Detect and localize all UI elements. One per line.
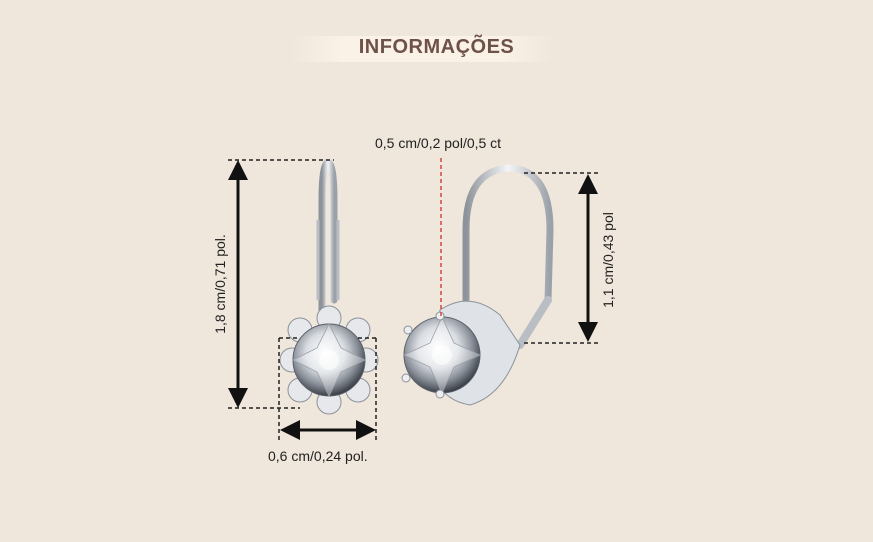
- height-dimension: [228, 159, 334, 409]
- title-highlight: [290, 36, 555, 62]
- earring-front-view: [279, 158, 379, 415]
- hook-size-label: 1,1 cm/0,43 pol: [600, 212, 616, 308]
- page-title: INFORMAÇÕES: [358, 36, 515, 58]
- width-dimension: [278, 337, 377, 440]
- stone-size-label: 0,5 cm/0,2 pol/0,5 ct: [375, 135, 502, 151]
- width-label: 0,6 cm/0,24 pol.: [268, 448, 368, 464]
- hook-dimension: [524, 172, 600, 344]
- earring-side-view: [401, 164, 554, 406]
- height-label: 1,8 cm/0,71 pol.: [212, 234, 228, 334]
